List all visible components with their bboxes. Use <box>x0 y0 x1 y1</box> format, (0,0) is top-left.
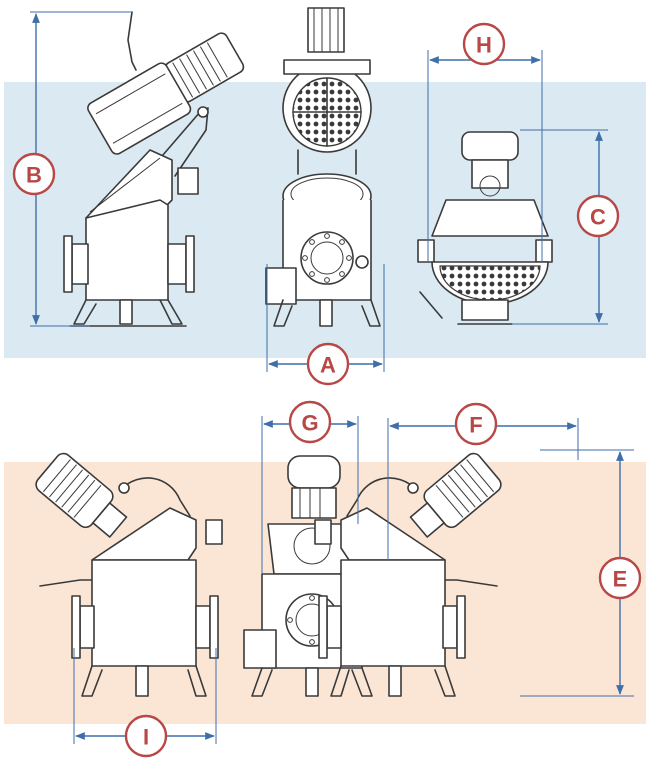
label-a: A <box>306 342 350 386</box>
label-e-text: E <box>613 567 628 592</box>
label-e: E <box>598 556 642 600</box>
label-h-text: H <box>476 33 492 58</box>
label-i-text: I <box>143 725 149 750</box>
label-h: H <box>462 22 506 66</box>
label-g-text: G <box>301 411 318 436</box>
label-b-text: B <box>26 163 42 188</box>
front-view-open-lid <box>265 7 381 327</box>
label-a-text: A <box>320 353 336 378</box>
label-g: G <box>288 400 332 444</box>
label-f-text: F <box>469 413 482 438</box>
label-c-text: C <box>590 205 606 230</box>
rear-view-open <box>417 131 553 325</box>
side-view-closed-right <box>314 452 502 697</box>
label-c: C <box>576 194 620 238</box>
label-b: B <box>12 152 56 196</box>
label-f: F <box>454 402 498 446</box>
label-i: I <box>124 714 168 758</box>
side-view-closed-left <box>35 452 223 697</box>
side-view-open-lid <box>63 11 245 327</box>
